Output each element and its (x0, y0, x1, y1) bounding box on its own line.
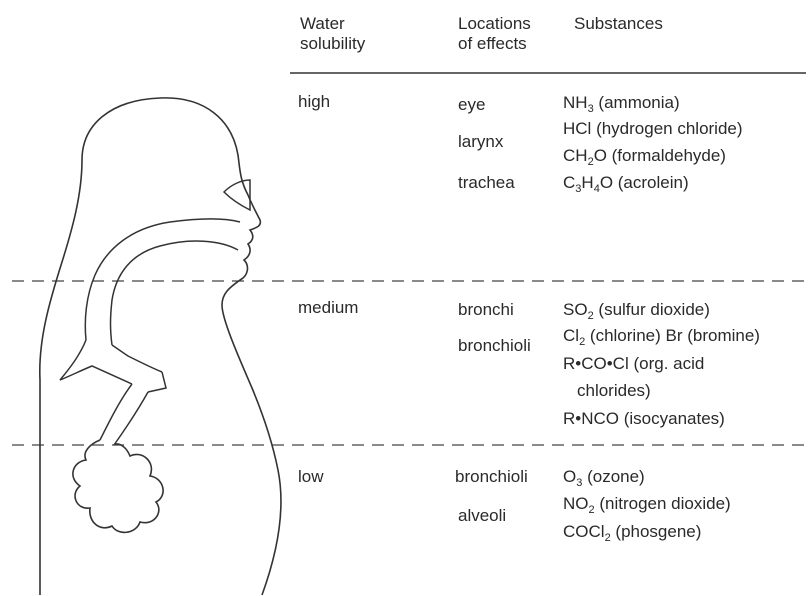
substance-org-acid-chlorides-cont: chlorides) (577, 381, 651, 401)
bronchi-right (148, 372, 166, 392)
substance-nitrogen-dioxide: NO2 (nitrogen dioxide) (563, 494, 731, 514)
location-bronchioli-medium: bronchioli (458, 336, 531, 356)
substance-formaldehyde: CH2O (formaldehyde) (563, 146, 726, 166)
substance-isocyanates: R•NCO (isocyanates) (563, 409, 725, 429)
header-water-line1: Water (300, 14, 365, 34)
solubility-low: low (298, 467, 324, 487)
solubility-medium: medium (298, 298, 358, 318)
header-water-solubility: Water solubility (300, 14, 365, 54)
substance-phosgene: COCl2 (phosgene) (563, 522, 701, 542)
location-trachea: trachea (458, 173, 515, 193)
header-substances: Substances (574, 14, 663, 34)
substance-ammonia: NH3 (ammonia) (563, 93, 680, 113)
trachea-right (112, 345, 162, 372)
solubility-high: high (298, 92, 330, 112)
header-locations: Locations of effects (458, 14, 531, 54)
bronchiole-stem (100, 384, 148, 445)
header-locations-line2: of effects (458, 34, 531, 54)
substance-chlorine-bromine: Cl2 (chlorine) Br (bromine) (563, 326, 760, 346)
substance-sulfur-dioxide: SO2 (sulfur dioxide) (563, 300, 710, 320)
substance-ozone: O3 (ozone) (563, 467, 645, 487)
eye-shape (224, 180, 250, 210)
location-bronchioli-low: bronchioli (455, 467, 528, 487)
header-water-line2: solubility (300, 34, 365, 54)
location-alveoli: alveoli (458, 506, 506, 526)
header-locations-line1: Locations (458, 14, 531, 34)
substance-org-acid-chlorides: R•CO•Cl (org. acid (563, 354, 704, 374)
location-eye: eye (458, 95, 485, 115)
location-larynx: larynx (458, 132, 503, 152)
airway-upper (85, 219, 240, 340)
head-outline (40, 98, 281, 595)
substance-acrolein: C3H4O (acrolein) (563, 173, 689, 193)
airway-lower (111, 241, 239, 345)
substance-hydrogen-chloride: HCl (hydrogen chloride) (563, 119, 743, 139)
alveoli-cluster (73, 440, 163, 532)
bronchi-left (60, 366, 132, 384)
location-bronchi: bronchi (458, 300, 514, 320)
